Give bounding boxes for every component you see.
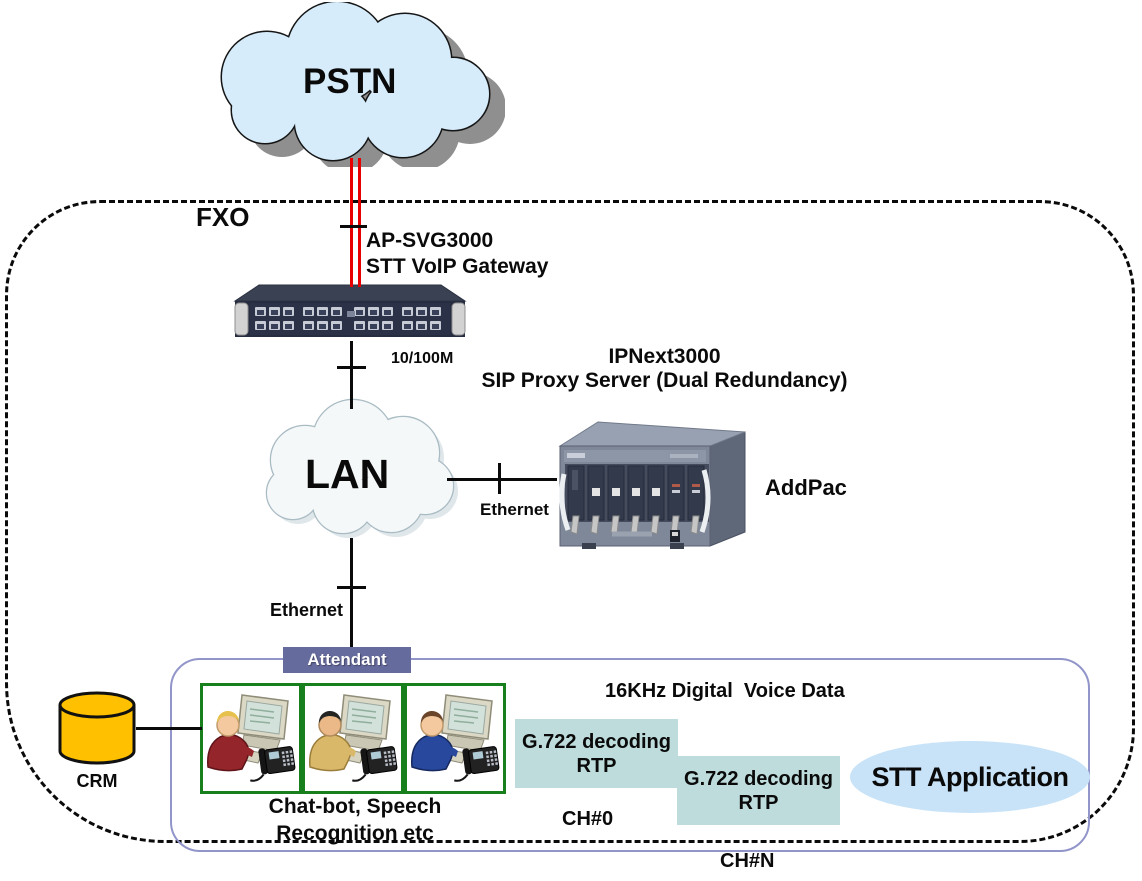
gateway-ports	[255, 307, 441, 330]
server-card-levers	[570, 515, 700, 535]
proxy-desc-label: SIP Proxy Server (Dual Redundancy)	[481, 369, 848, 392]
lan-attendant-tick	[337, 586, 366, 589]
proxy-name-label: IPNext3000	[608, 345, 721, 368]
stt-application-container	[170, 658, 1090, 852]
lan-server-tick	[498, 463, 501, 494]
lan-attendant-line	[350, 538, 353, 650]
crm-label: CRM	[76, 771, 118, 791]
agent-workstation-2	[302, 683, 404, 794]
lan-cloud	[265, 398, 458, 538]
decode2-line1: G.722 decoding	[684, 767, 833, 790]
gateway-name-label: AP-SVG3000	[366, 229, 494, 252]
fxo-line-right	[358, 158, 361, 287]
stt-application-label: STT Application	[871, 761, 1070, 792]
voip-gateway-device	[233, 284, 467, 337]
pstn-label: PSTN	[303, 62, 397, 101]
gateway-lan-tick	[337, 366, 366, 369]
ch0-label: CH#0	[562, 808, 614, 830]
fxo-line-left	[350, 158, 353, 287]
ethernet-attendant-label: Ethernet	[270, 600, 344, 620]
agents-caption-line2: Recognition etc	[276, 822, 434, 845]
gateway-lan-line	[350, 341, 353, 409]
pstn-cloud	[220, 2, 505, 167]
decode1-line1: G.722 decoding	[522, 730, 671, 753]
voice-data-label: 16KHz Digital Voice Data	[605, 680, 845, 702]
decode-box-ch0: G.722 decoding RTP	[515, 719, 678, 788]
lan-label: LAN	[305, 451, 390, 497]
stt-application-node: STT Application	[850, 741, 1090, 813]
agent-clipart-1	[207, 694, 296, 782]
sip-proxy-server-device	[558, 421, 746, 549]
fxo-link-tick	[340, 225, 367, 228]
agent-workstation-3	[404, 683, 506, 794]
vendor-label: AddPac	[765, 475, 847, 500]
crm-agent-line	[136, 727, 202, 730]
crm-database-icon	[58, 691, 136, 765]
server-cards	[567, 465, 705, 521]
system-boundary-dashed	[5, 200, 1135, 843]
agent-workstation-1	[200, 683, 302, 794]
agents-caption-line1: Chat-bot, Speech	[268, 795, 442, 818]
agent-clipart-2	[309, 694, 398, 782]
ethernet-server-label: Ethernet	[480, 500, 549, 519]
decode2-line2: RTP	[738, 791, 779, 814]
uplink-speed-label: 10/100M	[391, 350, 454, 367]
gateway-desc-label: STT VoIP Gateway	[366, 255, 549, 278]
decode-box-chn: G.722 decoding RTP	[677, 756, 840, 825]
chn-label: CH#N	[720, 850, 775, 872]
decode1-line2: RTP	[576, 754, 617, 777]
agent-clipart-3	[411, 694, 500, 782]
attendant-label: Attendant	[307, 650, 387, 669]
attendant-node: Attendant	[283, 647, 411, 673]
lan-server-line	[447, 478, 557, 481]
fxo-label: FXO	[196, 202, 250, 232]
